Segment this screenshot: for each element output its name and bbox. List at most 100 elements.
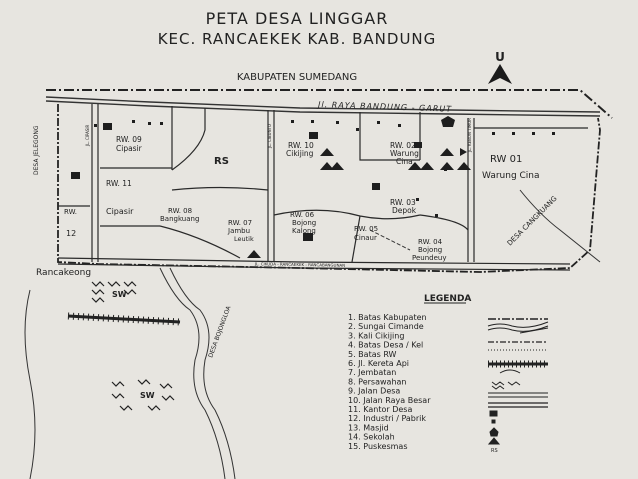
industri-icon bbox=[552, 132, 555, 135]
building-icons bbox=[71, 116, 555, 258]
rw02-name2: Cina bbox=[396, 157, 413, 166]
industri-icon bbox=[356, 128, 359, 131]
svg-text:RS: RS bbox=[491, 448, 498, 454]
road-cipasir-label: JL. CIPASIR bbox=[85, 124, 90, 147]
village-boundary bbox=[57, 104, 601, 273]
map-title-line1: PETA DESA LINGGAR bbox=[206, 9, 389, 28]
legend-item: 5. Batas RW bbox=[348, 350, 397, 359]
rw03-label: RW. 03 bbox=[390, 198, 416, 207]
rs-label: RS bbox=[214, 156, 229, 167]
sekolah-icon bbox=[420, 162, 434, 170]
cipasir-label: Cipasir bbox=[106, 207, 134, 216]
sekolah-icon bbox=[247, 250, 261, 258]
legend-symbols: RS bbox=[487, 318, 549, 454]
sekolah-icon bbox=[320, 148, 334, 156]
rice-field-1 bbox=[91, 281, 137, 303]
svg-text:U: U bbox=[495, 50, 505, 64]
industri-icon bbox=[94, 124, 97, 127]
rw12-label: RW. bbox=[64, 208, 77, 216]
warung-cina-label: Warung Cina bbox=[482, 171, 540, 181]
rw02-label: RW. 02 bbox=[390, 141, 416, 150]
rw08-name: Bangkuang bbox=[160, 215, 199, 223]
kantor-desa-icon bbox=[303, 233, 313, 241]
industri-icon bbox=[416, 198, 419, 201]
sekolah-icon bbox=[408, 162, 422, 170]
rw05-label: RW. 05 bbox=[354, 225, 378, 233]
legend-item: 6. Jl. Kereta Api bbox=[348, 359, 409, 368]
legend-item: 11. Kantor Desa bbox=[348, 405, 412, 414]
rw05-name: Cinaur bbox=[354, 234, 377, 242]
desa-jelegong-label: DESA JELEGONG bbox=[33, 125, 40, 175]
legend-item: 1. Batas Kabupaten bbox=[348, 313, 427, 322]
map-title-line2: KEC. RANCAEKEK KAB. BANDUNG bbox=[158, 30, 437, 48]
main-road bbox=[45, 96, 601, 117]
kabupaten-border bbox=[46, 89, 613, 119]
legend-item: 4. Batas Desa / Kel bbox=[348, 341, 423, 350]
rw03-name: Depok bbox=[392, 206, 417, 215]
sekolah-icon bbox=[440, 148, 454, 156]
north-arrow-icon: U bbox=[488, 50, 512, 84]
industri-icon bbox=[148, 122, 151, 125]
legend-item: 14. Sekolah bbox=[348, 433, 395, 442]
railway bbox=[67, 312, 181, 326]
rice-field-2 bbox=[111, 379, 175, 411]
sekolah-icon bbox=[457, 162, 471, 170]
legend-item: 12. Industri / Pabrik bbox=[348, 414, 426, 423]
legend-item: 13. Masjid bbox=[348, 423, 389, 432]
rw02-name1: Warung bbox=[390, 149, 419, 158]
rancakeong-label: Rancakeong bbox=[36, 268, 91, 278]
kantor-desa-icon bbox=[103, 123, 112, 130]
puskesmas-icon bbox=[460, 148, 467, 156]
legend-item: 15. Puskesmas bbox=[348, 442, 408, 451]
legend-item: 7. Jembatan bbox=[348, 368, 396, 377]
rw07-name2: Leutik bbox=[234, 235, 254, 243]
kantor-desa-icon bbox=[309, 132, 318, 139]
road-bottom-label: JL. CIKUDA - RANCAEKEK - RANCABANGUNAN bbox=[254, 261, 345, 268]
rw08-label: RW. 08 bbox=[168, 207, 192, 215]
industri-icon bbox=[132, 120, 135, 123]
legend-item: 3. Kali Cikijing bbox=[348, 331, 404, 340]
rw06-name1: Bojong bbox=[292, 219, 316, 227]
rw10-label: RW. 10 bbox=[288, 141, 314, 150]
road-cibuntu-label: JL. CIBUNTU bbox=[267, 124, 272, 149]
road-kebon-timur-label: JL. KEBON TIMUR bbox=[467, 118, 472, 153]
legend-item: 2. Sungai Cimande bbox=[348, 322, 424, 331]
sw-label-2: SW bbox=[140, 391, 155, 400]
rw06-label: RW. 06 bbox=[290, 211, 315, 219]
rw09-name: Cipasir bbox=[116, 144, 143, 153]
desa-bojongloa-label: DESA BOJONGLOA bbox=[207, 304, 233, 359]
kantor-desa-icon bbox=[71, 172, 80, 179]
rw09-label: RW. 09 bbox=[116, 135, 142, 144]
sekolah-icon bbox=[330, 162, 344, 170]
industri-icon bbox=[512, 132, 515, 135]
rw10-name: Cikijing bbox=[286, 149, 314, 158]
rw04-name2: Peundeuy bbox=[412, 254, 446, 262]
sekolah-icon bbox=[440, 162, 454, 170]
legend-item: 8. Persawahan bbox=[348, 377, 406, 386]
kabupaten-label: KABUPATEN SUMEDANG bbox=[237, 72, 357, 83]
kantor-desa-icon bbox=[372, 183, 380, 190]
industri-icon bbox=[336, 121, 339, 124]
desa-cangkuang-label: DESA CANGKUANG bbox=[506, 195, 559, 248]
rw12-number: 12 bbox=[66, 229, 76, 238]
industri-icon bbox=[532, 132, 535, 135]
masjid-icon bbox=[441, 116, 455, 127]
industri-icon bbox=[377, 121, 380, 124]
rw-labels: RW. 09 Cipasir RW. 11 Cipasir RW. 12 RW.… bbox=[64, 135, 446, 262]
legend-item: 9. Jalan Desa bbox=[348, 387, 400, 396]
industri-icon bbox=[160, 122, 163, 125]
rw11-label: RW. 11 bbox=[106, 179, 132, 188]
legend-title: LEGENDA bbox=[424, 294, 471, 304]
main-road-label: Jl. RAYA BANDUNG - GARUT bbox=[316, 100, 452, 114]
rw-boundaries bbox=[57, 104, 588, 271]
industri-icon bbox=[492, 132, 495, 135]
stream-cikijing bbox=[369, 229, 411, 251]
industri-icon bbox=[435, 214, 438, 217]
rw04-name1: Bojong bbox=[418, 246, 442, 254]
industri-icon bbox=[398, 124, 401, 127]
industri-icon bbox=[291, 120, 294, 123]
industri-icon bbox=[311, 120, 314, 123]
